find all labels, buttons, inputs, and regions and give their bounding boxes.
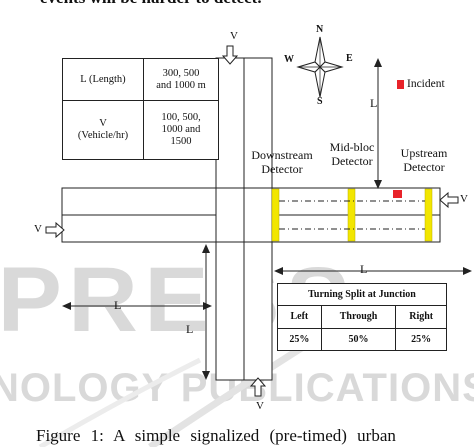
- compass-s: S: [317, 96, 323, 107]
- upstream-detector-label: Upstream Detector: [388, 146, 460, 174]
- param-value-cell: 300, 500 and 1000 m: [143, 58, 219, 101]
- downstream-label-line2: Detector: [261, 162, 303, 176]
- v-label-top: V: [230, 30, 238, 42]
- turning-split-table: Turning Split at Junction Left Through R…: [277, 282, 447, 352]
- link-length-arrow-bottom: [202, 244, 210, 380]
- table-row: 25% 50% 25%: [277, 327, 447, 352]
- link-length-arrow-right: [274, 267, 472, 275]
- link-length-arrow-left: [62, 302, 212, 310]
- upstream-label-line2: Detector: [403, 160, 445, 174]
- midbloc-label-line2: Detector: [331, 154, 373, 168]
- parameters-table: L (Length) 300, 500 and 1000 m V (Vehicl…: [62, 58, 219, 160]
- midbloc-detector-label: Mid-bloc Detector: [322, 140, 382, 168]
- watermark-swoosh: [38, 357, 202, 447]
- incident-marker-legend: [397, 80, 404, 89]
- inflow-arrow-top-icon: [221, 45, 239, 65]
- value-right: 25%: [395, 327, 447, 352]
- figure-caption: Figure 1: A simple signalized (pre-timed…: [36, 426, 396, 445]
- header-left: Left: [277, 305, 322, 329]
- compass-e: E: [346, 53, 353, 64]
- midbloc-label-line1: Mid-bloc: [329, 140, 375, 154]
- incident-label: Incident: [407, 78, 445, 90]
- value-through: 50%: [320, 327, 397, 352]
- upstream-label-line1: Upstream: [400, 146, 448, 160]
- table-row: V (Vehicle/hr) 100, 500, 1000 and 1500: [62, 100, 219, 160]
- v-label-bottom: V: [256, 400, 264, 412]
- l-label-left: L: [114, 298, 122, 312]
- table-row: Turning Split at Junction: [277, 282, 447, 307]
- inflow-arrow-left-icon: [45, 221, 65, 239]
- downstream-detector: [271, 188, 280, 242]
- value-left: 25%: [277, 327, 322, 352]
- header-through: Through: [320, 305, 397, 329]
- header-right: Right: [395, 305, 447, 329]
- inflow-arrow-right-icon: [439, 191, 459, 209]
- compass-icon: [296, 36, 344, 98]
- downstream-detector-label: Downstream Detector: [246, 148, 318, 176]
- param-name-cell: L (Length): [62, 58, 144, 101]
- upstream-detector: [424, 188, 433, 242]
- table-row: Left Through Right: [277, 305, 447, 329]
- midbloc-detector: [347, 188, 356, 242]
- param-name-cell: V (Vehicle/hr): [62, 100, 144, 160]
- l-label-bottom: L: [186, 322, 194, 336]
- v-label-right: V: [460, 193, 468, 205]
- l-label-right: L: [360, 262, 368, 276]
- table-row: L (Length) 300, 500 and 1000 m: [62, 58, 219, 101]
- compass-n: N: [316, 24, 324, 35]
- compass-w: W: [284, 54, 294, 65]
- turning-split-title: Turning Split at Junction: [277, 282, 447, 307]
- top-text: events will be harder to detect.: [40, 0, 262, 8]
- v-label-left: V: [34, 223, 42, 235]
- incident-marker-road: [393, 190, 402, 198]
- incident-distance-arrow: [374, 58, 382, 189]
- inflow-arrow-bottom-icon: [249, 377, 267, 397]
- param-value-cell: 100, 500, 1000 and 1500: [143, 100, 219, 160]
- l-label-incident: L: [370, 96, 378, 110]
- downstream-label-line1: Downstream: [251, 148, 313, 162]
